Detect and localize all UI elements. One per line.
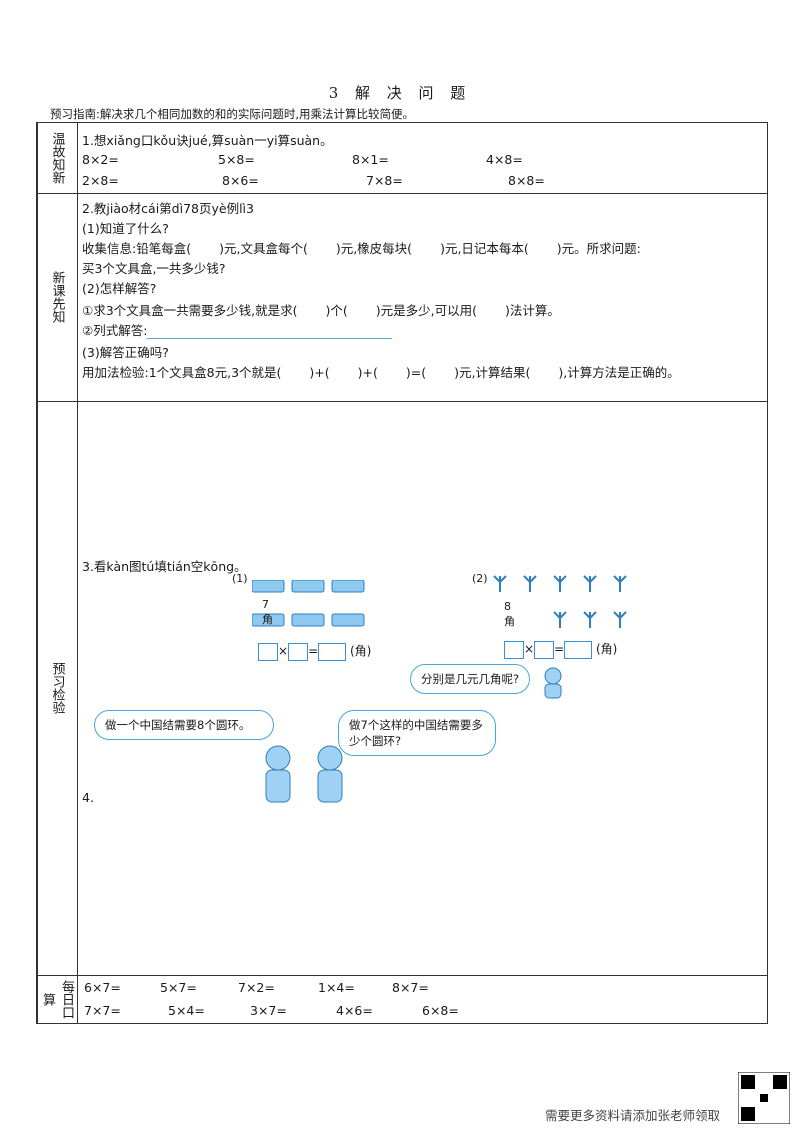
preview-question-3: 3.看kàn图tú填tián空kōng。 xyxy=(82,559,247,574)
section-label-newlesson: 新课先知 xyxy=(49,271,65,323)
worksheet-grid: 温故知新 新课先知 预习检验 每日口算 xyxy=(36,122,768,1024)
choice-2: ②列式解答: xyxy=(82,320,393,339)
ask-question: 买3个文具盒,一共多少钱? xyxy=(82,261,226,276)
page-title: 3 解 决 问 题 xyxy=(328,84,472,102)
bubble-question: 分别是几元几角呢? xyxy=(410,664,531,694)
newlesson-step1: (1)知道了什么? xyxy=(82,221,169,236)
answer-line[interactable] xyxy=(147,324,393,339)
eraser-icons xyxy=(252,580,365,627)
newlesson-step3: (3)解答正确吗? xyxy=(82,345,169,360)
guide-text: 预习指南:解决求几个相同加数的和的实际问题时,用乘法计算比较简便。 xyxy=(50,107,415,121)
section-label-preview: 预习检验 xyxy=(49,662,65,714)
preview-question-4: 4. xyxy=(82,790,94,805)
footer-text: 需要更多资料请添加张老师领取 xyxy=(544,1108,720,1123)
qr-code xyxy=(737,1071,791,1125)
equation-2[interactable]: ×= (角) xyxy=(504,640,617,659)
bubble-boy: 做7个这样的中国结需要多少个圆环? xyxy=(338,710,496,756)
section-label-warmup: 温故知新 xyxy=(49,132,65,184)
bubble-girl: 做一个中国结需要8个圆环。 xyxy=(94,710,274,740)
equation-1[interactable]: ×= (角) xyxy=(258,642,371,661)
plant-icons xyxy=(493,575,627,628)
person-icon xyxy=(544,667,562,699)
choice-1: ①求3个文具盒一共需要多少钱,就是求()个()元是多少,可以用()法计算。 xyxy=(82,303,560,318)
children-icon xyxy=(265,745,343,803)
warmup-question: 1.想xiǎng口kǒu诀jué,算suàn一yi算suàn。 xyxy=(82,133,333,148)
newlesson-step2: (2)怎样解答? xyxy=(82,281,157,296)
newlesson-question: 2.教jiào材cái第dì78页yè例lì3 xyxy=(82,201,254,216)
check-line: 用加法检验:1个文具盒8元,3个就是()+()+()=()元,计算结果(),计算… xyxy=(82,365,680,380)
section-label-daily: 每日口算 xyxy=(40,979,74,1019)
collect-info: 收集信息:铅笔每盒()元,文具盒每个()元,橡皮每块()元,日记本每本()元。所… xyxy=(82,241,641,256)
